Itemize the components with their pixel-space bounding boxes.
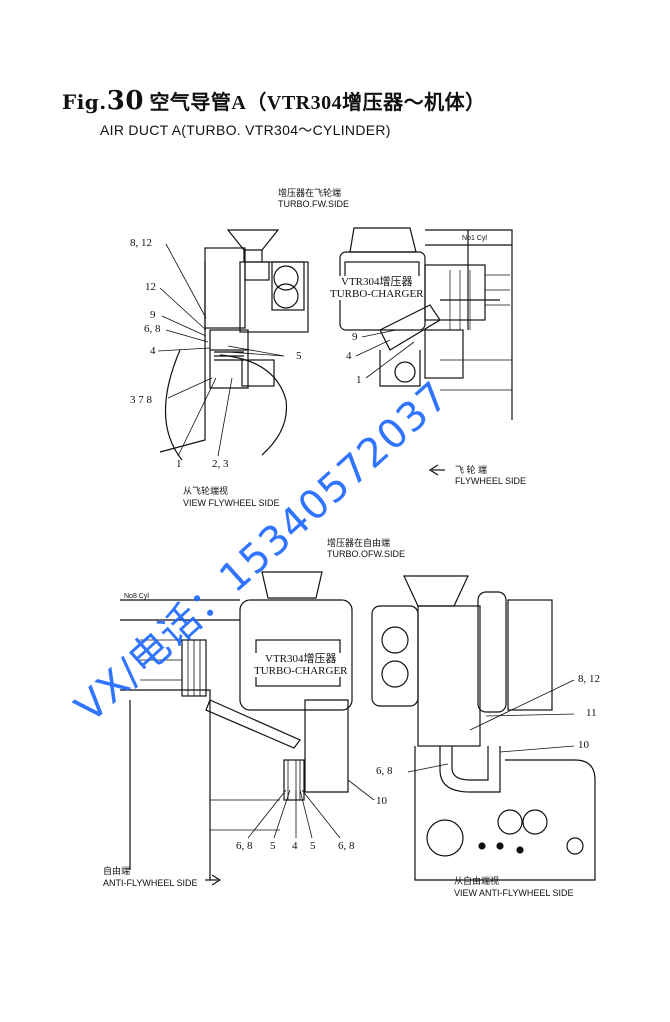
flywheel-side-arrow-en: FLYWHEEL SIDE: [455, 476, 527, 486]
turbo-box-line1: VTR304增压器: [265, 653, 337, 665]
turbo-box-line2: TURBO-CHARGER: [330, 288, 424, 300]
caption-view-anti-flywheel-cn: 从自由端视: [454, 876, 500, 886]
callout-12: 12: [145, 281, 156, 293]
callout-4-fw: 4: [346, 350, 352, 362]
callout-6-8: 6, 8: [144, 323, 161, 335]
caption-view-anti-flywheel-en: VIEW ANTI-FLYWHEEL SIDE: [454, 888, 574, 898]
callout-10-ofw: 10: [376, 795, 387, 807]
turbocharger-box-fw: VTR304增压器 TURBO-CHARGER: [330, 276, 424, 300]
callout-1: 1: [176, 458, 182, 470]
header-turbo-fw-en: TURBO.FW.SIDE: [278, 199, 350, 209]
turbo-box-line1: VTR304增压器: [341, 276, 413, 288]
anti-flywheel-side-cn: 自由端: [103, 866, 131, 876]
callout-5-left: 5: [270, 840, 276, 852]
caption-view-flywheel-cn: 从飞轮端视: [183, 486, 229, 496]
header-turbo-fw-cn: 增压器在飞轮端: [278, 188, 342, 198]
callout-6-8-right: 6, 8: [338, 840, 355, 852]
turbocharger-box-ofw: VTR304增压器 TURBO-CHARGER: [254, 653, 348, 677]
callout-6-8-br: 6, 8: [376, 765, 393, 777]
figure-number: 30: [106, 86, 144, 116]
callout-9-fw: 9: [352, 331, 358, 343]
header-turbo-ofw-cn: 增压器在自由端: [327, 538, 391, 548]
callout-10-br: 10: [578, 739, 589, 751]
callout-5: 5: [296, 350, 302, 362]
view-flywheel-side-drawing: [157, 229, 309, 461]
callout-4: 4: [150, 345, 156, 357]
cylinder-label-no8: No8 Cyl: [124, 593, 149, 600]
figure-prefix: Fig.: [62, 90, 107, 114]
view-anti-flywheel-side-drawing: [371, 575, 596, 881]
flywheel-side-arrow-cn: 飞 轮 端: [455, 465, 488, 475]
callout-2-3: 2, 3: [212, 458, 229, 470]
callout-6-8-left: 6, 8: [236, 840, 253, 852]
callout-11: 11: [586, 707, 597, 719]
callout-5-right: 5: [310, 840, 316, 852]
caption-view-flywheel-en: VIEW FLYWHEEL SIDE: [183, 498, 280, 508]
figure-title-english: AIR DUCT A(TURBO. VTR304～CYLINDER): [100, 122, 391, 138]
callout-1-fw: 1: [356, 374, 362, 386]
figure-title-chinese: Fig.30 空气导管A（VTR304增压器～机体）: [62, 86, 486, 116]
callout-3-7-8: 3 7 8: [130, 394, 152, 406]
turbo-box-line2: TURBO-CHARGER: [254, 665, 348, 677]
cylinder-label-no1: No1 Cyl: [462, 235, 487, 242]
callout-4-ofw: 4: [292, 840, 298, 852]
callout-9: 9: [150, 309, 156, 321]
anti-flywheel-side-en: ANTI-FLYWHEEL SIDE: [103, 878, 198, 888]
header-turbo-ofw-en: TURBO.OFW.SIDE: [327, 549, 406, 559]
callout-8-12-br: 8, 12: [578, 673, 600, 685]
title-chinese-text: 空气导管A（VTR304增压器～机体）: [149, 92, 486, 114]
callout-8-12: 8, 12: [130, 237, 152, 249]
